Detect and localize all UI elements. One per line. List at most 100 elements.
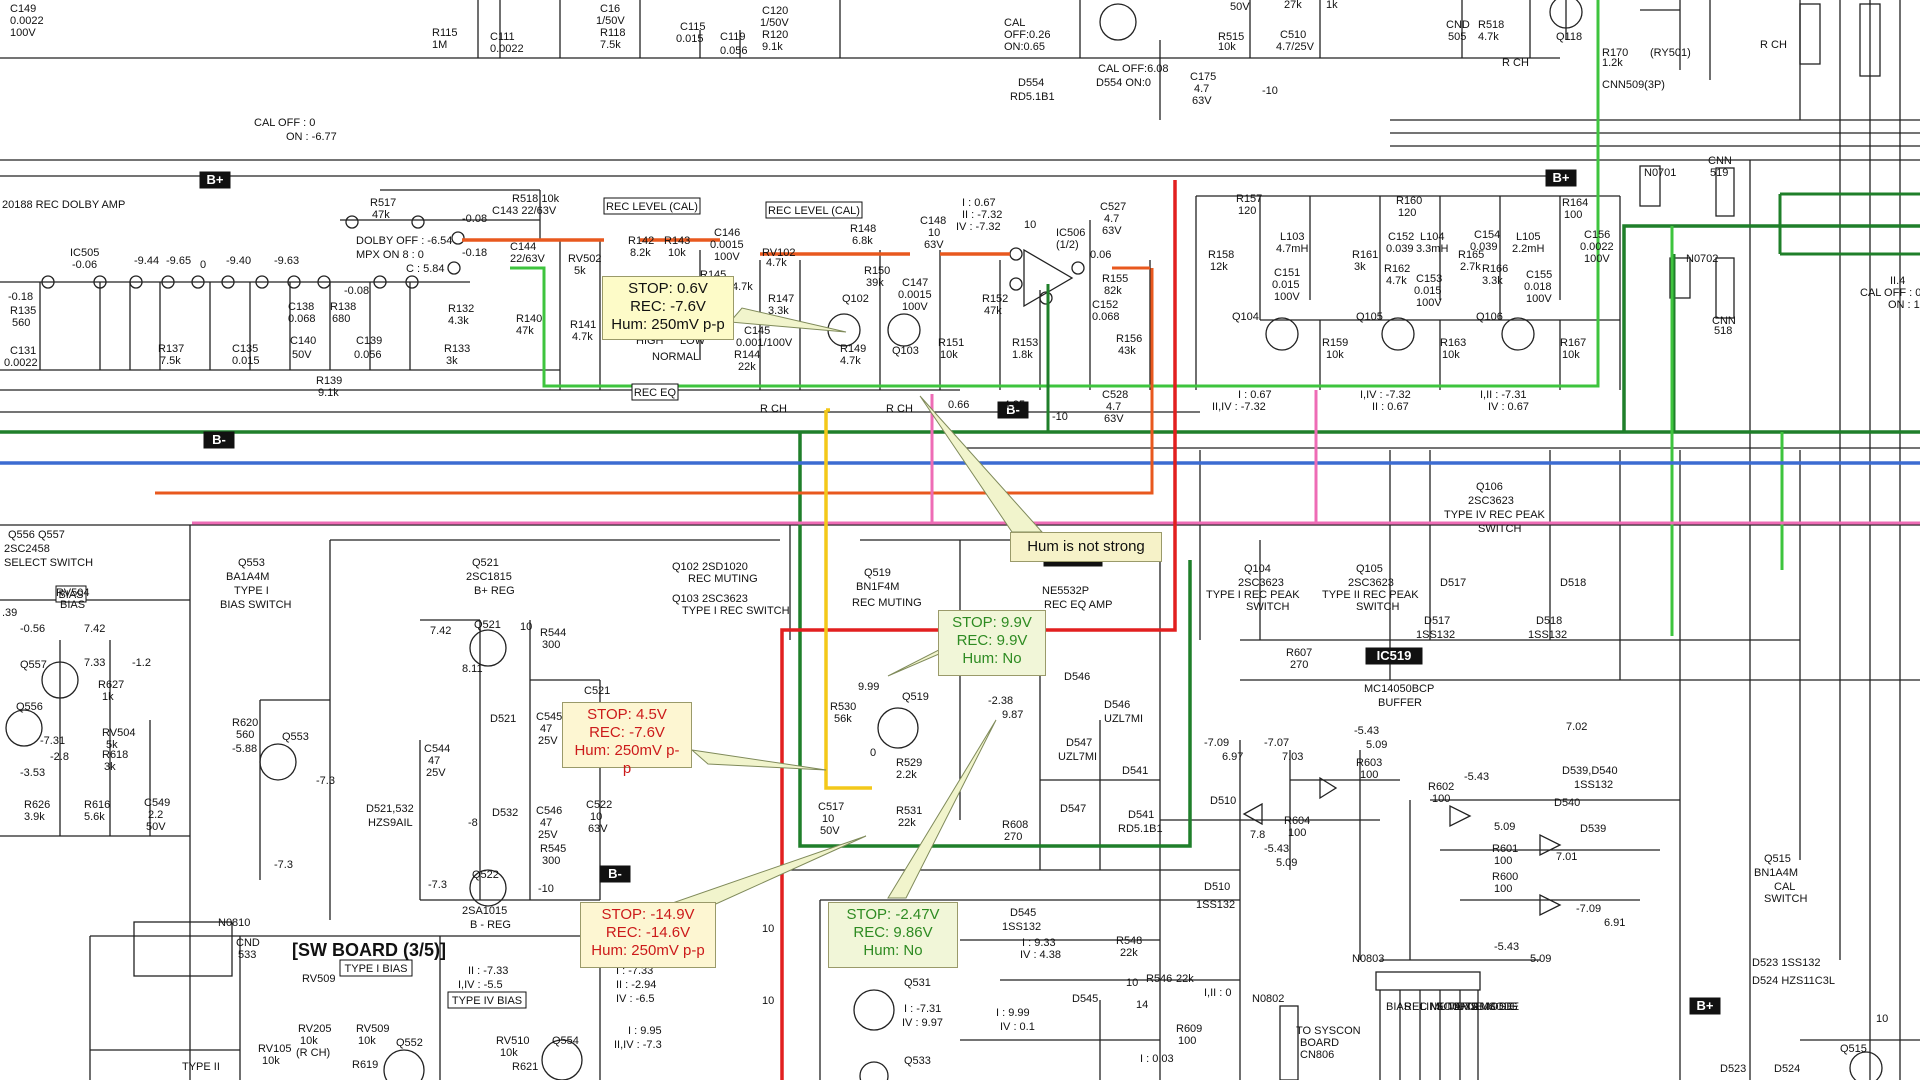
component-label: -0.08 [344, 285, 369, 297]
boxed-label-text: REC EQ [634, 387, 677, 399]
component-label: R CH [1760, 39, 1787, 51]
component-label: 10k [262, 1055, 280, 1067]
component-label: 22k [1120, 947, 1138, 959]
component-label: R CH [760, 403, 787, 415]
component-label: R147 [768, 293, 794, 305]
component-label: C156 [1584, 229, 1610, 241]
component-label: R132 [448, 303, 474, 315]
component-label: Q519 [902, 691, 929, 703]
component-label: MC14050BCP [1364, 683, 1434, 695]
component-label: C145 [744, 325, 770, 337]
component-label: 2SC3623 [1238, 577, 1284, 589]
component-label: -5.43 [1264, 843, 1289, 855]
component-label: OFF:0.26 [1004, 29, 1050, 41]
boxed-label: REC LEVEL (CAL) [765, 201, 863, 219]
component-label: -9.44 [134, 255, 159, 267]
component-label: -5.43 [1354, 725, 1379, 737]
component-label: C545 [536, 711, 562, 723]
component-label: R518 [1478, 19, 1504, 31]
component-label: 82k [1104, 285, 1122, 297]
component-label: 10k [940, 349, 958, 361]
component-label: RV509 [302, 973, 335, 985]
component-label: IV : 4.38 [1020, 949, 1061, 961]
component-label: B - REG [470, 919, 511, 931]
component-label: REC MUTING [688, 573, 758, 585]
component-label: L104 [1420, 231, 1444, 243]
component-label: R600 [1492, 871, 1518, 883]
component-label: -2.38 [988, 695, 1013, 707]
component-label: C140 [290, 335, 316, 347]
component-label: R621 [512, 1061, 538, 1073]
component-label: 100 [1178, 1035, 1196, 1047]
boxed-label-text: IC519 [1377, 648, 1412, 663]
component-label: 100V [1584, 253, 1610, 265]
callout-q519-emitter-stop: STOP: -14.9V [601, 906, 695, 923]
component-label: 5.09 [1366, 739, 1387, 751]
rail-badge: B+ [1689, 997, 1721, 1015]
component-label: MPX ON 8 : 0 [356, 249, 424, 261]
component-label: 0.0022 [10, 15, 44, 27]
component-label: 50V [820, 825, 840, 837]
component-label: 3.3k [768, 305, 789, 317]
component-label: 27k [1284, 0, 1302, 11]
component-label: 0.068 [1092, 311, 1120, 323]
component-label: 680 [332, 313, 350, 325]
component-label: 1k [102, 691, 114, 703]
component-label: TYPE I REC PEAK [1206, 589, 1300, 601]
callout-hum-note: Hum is not strong [1010, 532, 1162, 562]
component-label: 0.0015 [710, 239, 744, 251]
component-label: 1.8k [1012, 349, 1033, 361]
component-label: 63V [1102, 225, 1122, 237]
component-label: C549 [144, 797, 170, 809]
component-label: R118 [600, 27, 625, 39]
component-label: R135 [10, 305, 36, 317]
component-label: II : -2.94 [616, 979, 656, 991]
component-label: 25V [426, 767, 446, 779]
component-label: -0.18 [8, 291, 33, 303]
component-label: R166 [1482, 263, 1508, 275]
component-label: 4.7k [732, 281, 753, 293]
component-label: D518 [1560, 577, 1586, 589]
component-label: 2SA1015 [462, 905, 507, 917]
component-label: (R CH) [296, 1047, 330, 1059]
component-label: C155 [1526, 269, 1552, 281]
callout-q102-rec: REC: -7.6V [630, 298, 706, 315]
component-label: Q531 [904, 977, 931, 989]
component-label: R142 [628, 235, 654, 247]
callout-q519-emitter-rec: REC: -14.6V [605, 924, 691, 941]
component-label: D517 [1424, 615, 1450, 627]
component-label: TYPE II [182, 1061, 220, 1073]
component-label: R609 [1176, 1023, 1202, 1035]
component-label: DOLBY OFF : -6.54 [356, 235, 452, 247]
callout-q519-base-hum: Hum: 250mV p-p [574, 742, 680, 777]
component-label: 8.11 [462, 663, 483, 675]
component-label: D546 [1104, 699, 1130, 711]
component-label: -7.09 [1576, 903, 1601, 915]
component-label: RD5.1B1 [1118, 823, 1163, 835]
component-label: ON:0.65 [1004, 41, 1045, 53]
component-label: BIAS [1386, 1001, 1411, 1013]
component-label: 0.0015 [898, 289, 932, 301]
component-label: 4.7 [1194, 83, 1209, 95]
boxed-label: TYPE I BIAS [339, 959, 413, 977]
component-label: 100V [1274, 291, 1300, 303]
component-label: 270 [1004, 831, 1022, 843]
component-label: 100 [1360, 769, 1378, 781]
component-label: R544 [540, 627, 566, 639]
callout-q519-base-voltages: STOP: 4.5V REC: -7.6V Hum: 250mV p-p [562, 702, 692, 777]
component-label: D539 [1580, 823, 1606, 835]
component-label: 10 [822, 813, 834, 825]
component-label: R157 [1236, 193, 1262, 205]
component-label: BIAS [60, 599, 85, 611]
component-label: 0.039 [1386, 243, 1414, 255]
boxed-label: REC LEVEL (CAL) [603, 197, 701, 215]
component-label: R151 [938, 337, 964, 349]
component-label: RV105 [258, 1043, 291, 1055]
component-label: I : 0.67 [1238, 389, 1272, 401]
component-label: 1SS132 [1196, 899, 1235, 911]
component-label: 0 [200, 259, 206, 271]
component-label: R616 [84, 799, 110, 811]
component-label: C154 [1474, 229, 1500, 241]
component-label: SELECT SWITCH [4, 557, 93, 569]
component-label: 9.1k [762, 41, 783, 53]
